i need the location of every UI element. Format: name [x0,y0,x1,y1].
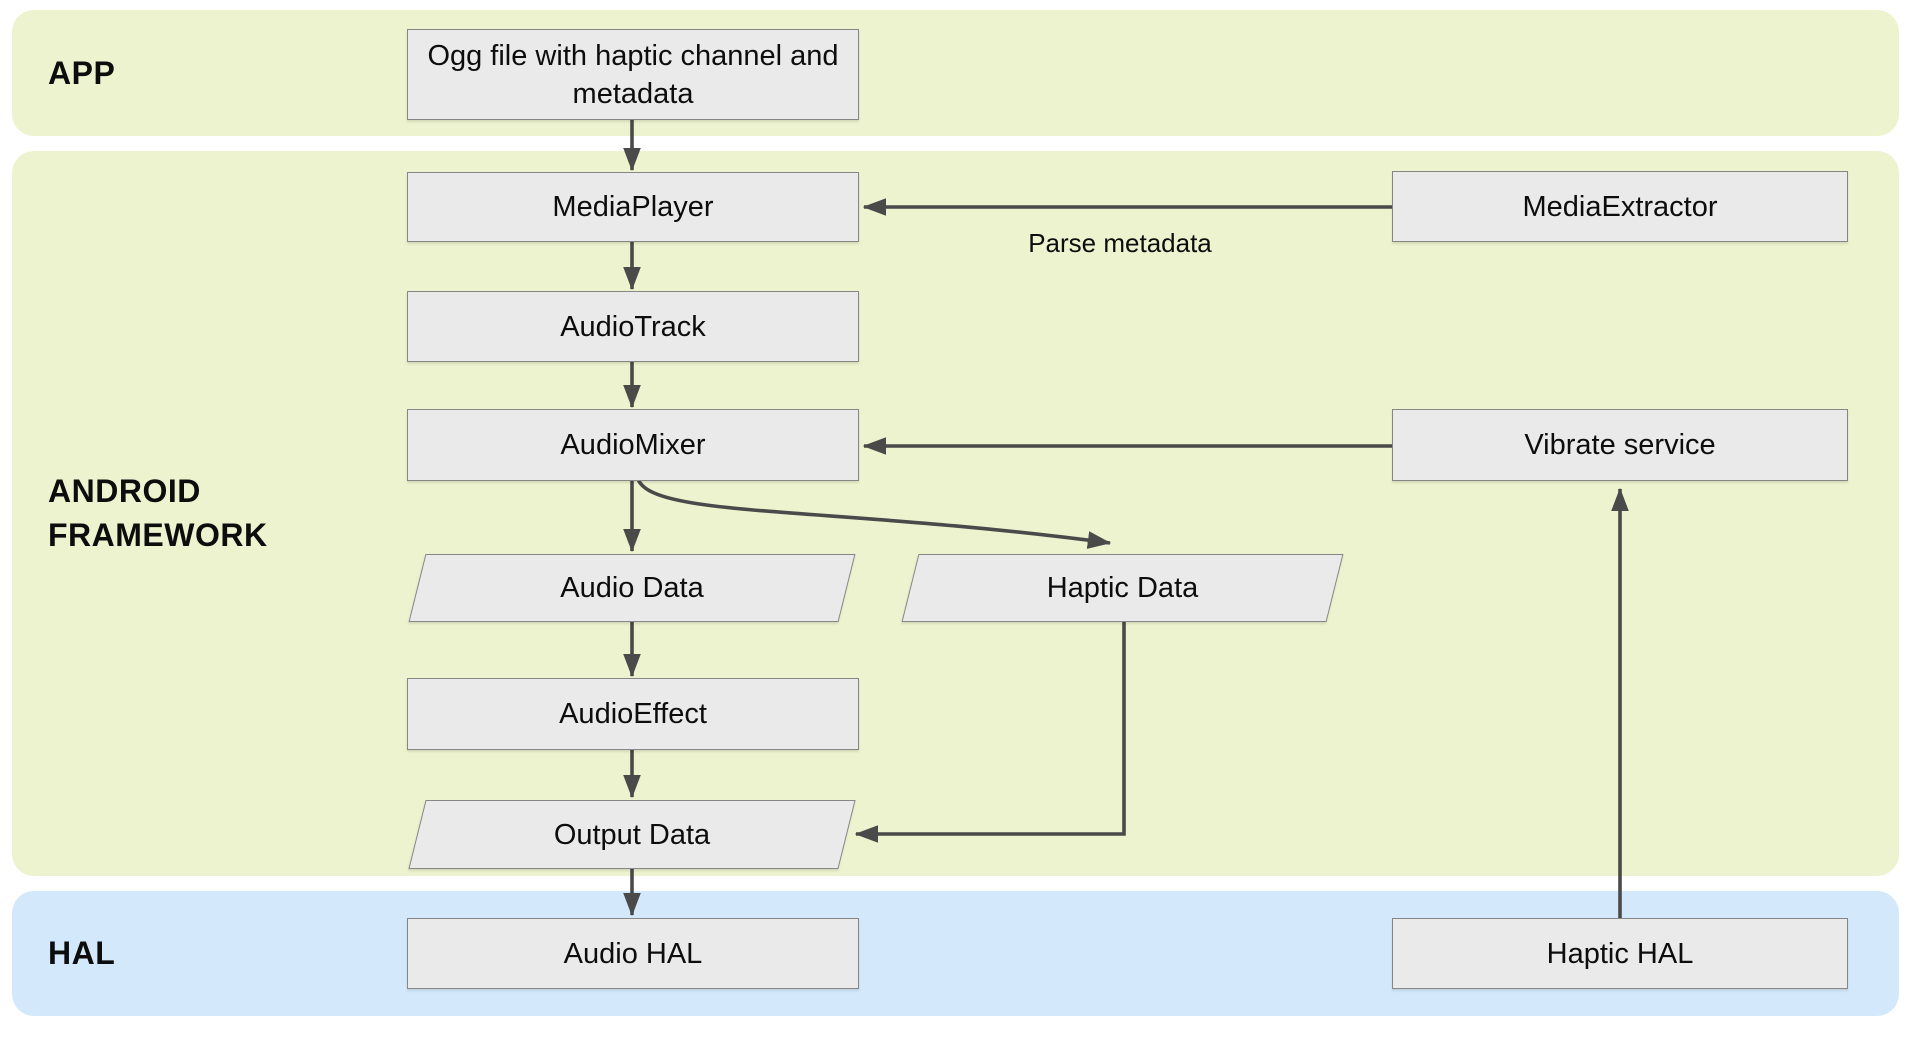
band-app [12,10,1899,136]
node-haptic-data-label: Haptic Data [1046,572,1199,604]
node-audio-hal-label: Audio HAL [563,937,703,970]
edge-label-parse-metadata: Parse metadata [1028,228,1212,258]
node-output-data: Output Data [407,800,857,869]
band-app-label: APP [48,55,116,91]
node-audio-hal: Audio HAL [407,918,859,989]
node-mediaextractor-label: MediaExtractor [1522,190,1718,223]
band-android-framework-label: ANDROID FRAMEWORK [48,473,268,553]
node-vibrate-service-label: Vibrate service [1524,429,1716,461]
node-vibrate-service: Vibrate service [1392,409,1848,481]
band-hal-label: HAL [48,935,116,971]
node-audiomixer-label: AudioMixer [560,429,706,461]
node-audiotrack: AudioTrack [407,291,859,362]
node-haptic-hal: Haptic HAL [1392,918,1848,989]
node-haptic-data: Haptic Data [900,554,1345,622]
node-ogg-file-label: Ogg file with haptic channel and metadat… [427,39,839,110]
node-audiotrack-label: AudioTrack [560,310,706,343]
node-ogg-file: Ogg file with haptic channel and metadat… [407,29,859,120]
node-audioeffect: AudioEffect [407,678,859,750]
node-mediaplayer-label: MediaPlayer [552,191,714,223]
node-audio-data: Audio Data [407,554,857,622]
node-audiomixer: AudioMixer [407,409,859,481]
node-audioeffect-label: AudioEffect [559,698,707,730]
node-mediaplayer: MediaPlayer [407,172,859,242]
node-output-data-label: Output Data [553,818,711,851]
node-audio-data-label: Audio Data [560,572,704,604]
node-haptic-hal-label: Haptic HAL [1546,937,1694,970]
node-mediaextractor: MediaExtractor [1392,171,1848,242]
